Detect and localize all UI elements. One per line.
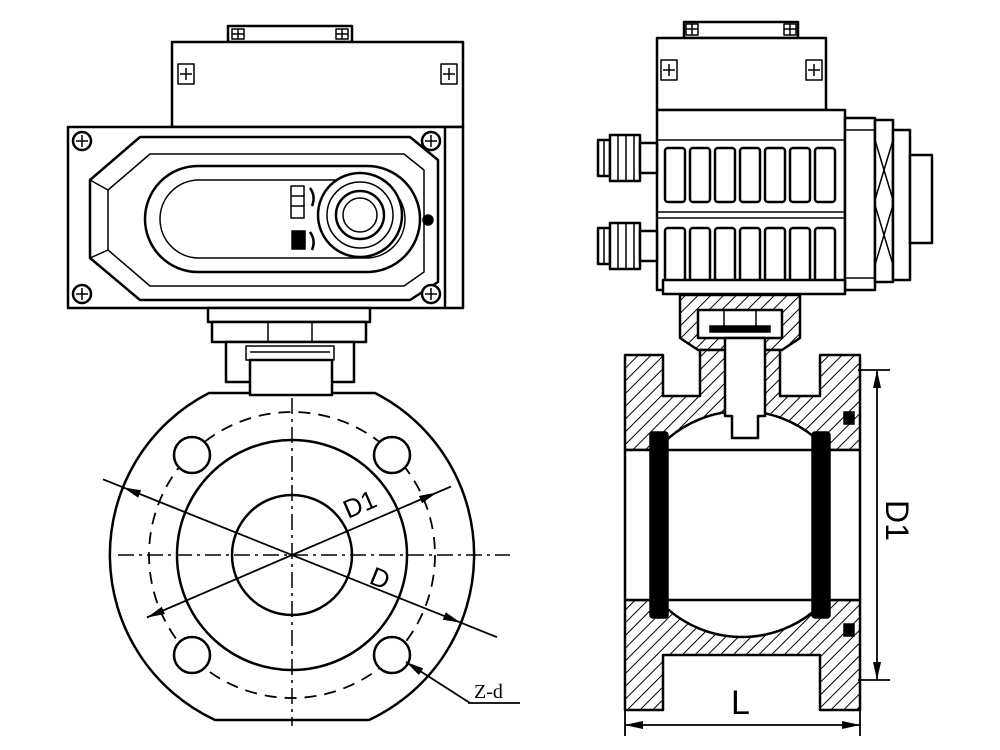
dim-ext-d — [102, 478, 124, 489]
motor-end-cap — [843, 116, 934, 292]
valve-body-section — [623, 293, 862, 712]
fin — [763, 226, 787, 284]
seat-left — [649, 431, 669, 619]
fin — [663, 226, 687, 284]
corner-screw-icon — [71, 130, 93, 152]
bolt-hole — [172, 435, 212, 475]
manual-override-knob — [316, 171, 404, 259]
front-view: D1 D Z-d — [66, 24, 520, 726]
motor-ring-line — [874, 204, 894, 266]
fin — [788, 226, 812, 284]
bracket-screw-icon — [783, 23, 797, 36]
fin — [738, 146, 762, 204]
side-top-box — [655, 36, 828, 112]
side-dimensions: L D1 — [624, 369, 915, 736]
bracket-screw-icon — [335, 28, 349, 40]
end-cover — [891, 128, 912, 282]
top-box-screw-icon — [440, 63, 458, 85]
side-actuator — [596, 20, 934, 296]
top-box-screw-icon — [177, 63, 195, 85]
coupling-block — [245, 345, 335, 361]
bracket-screw-icon — [231, 28, 245, 40]
actuator-cover-edge — [89, 179, 109, 191]
fin — [788, 146, 812, 204]
fin — [688, 146, 712, 204]
indicator-lamp — [422, 214, 434, 226]
dim-ext-d1 — [436, 485, 452, 494]
seal-upper — [843, 411, 855, 425]
position-indicator-marks — [290, 185, 315, 251]
actuator-top-box — [170, 40, 465, 129]
corner-screw-icon — [420, 130, 442, 152]
bolt-hole — [172, 635, 212, 675]
valve-stem-block — [248, 358, 334, 397]
motor-ring-line — [874, 139, 894, 201]
cable-gland-lower — [596, 221, 659, 271]
dim-ext-d — [460, 621, 498, 639]
actuator-top-bracket — [226, 24, 354, 44]
leader-bolt-holes — [405, 661, 471, 704]
valve-stem — [723, 336, 767, 440]
dim-line-d1 — [146, 491, 438, 619]
fin — [813, 226, 837, 284]
seat-right — [811, 431, 831, 619]
corner-screw-icon — [420, 283, 442, 305]
fin — [763, 146, 787, 204]
actuator-cover-edge — [89, 249, 109, 259]
fin — [738, 226, 762, 284]
bolt-hole — [372, 435, 412, 475]
motor-cylinder — [843, 116, 877, 292]
front-actuator — [66, 24, 465, 310]
side-bottom-plate — [661, 278, 847, 296]
top-box-screw-icon — [660, 59, 678, 81]
fin — [813, 146, 837, 204]
side-top-bracket — [682, 20, 800, 40]
cable-gland-upper — [596, 133, 659, 183]
bracket-screw-icon — [685, 23, 699, 36]
end-nub — [908, 153, 934, 245]
corner-screw-icon — [71, 283, 93, 305]
label-bolt-holes: Z-d — [474, 681, 503, 703]
fin — [713, 226, 737, 284]
front-flange — [108, 358, 510, 726]
indicator-window-inner — [159, 179, 406, 259]
top-box-screw-icon — [805, 59, 823, 81]
body-lower-section — [623, 598, 862, 712]
coupling-cavity — [696, 308, 784, 340]
label-side-d1: D1 — [879, 500, 915, 541]
label-side-length: L — [731, 684, 750, 722]
bolt-hole — [372, 635, 412, 675]
fin — [688, 226, 712, 284]
mounting-plate — [206, 306, 372, 324]
side-view: L D1 — [596, 20, 934, 736]
seal-lower — [843, 623, 855, 637]
cooling-fins — [663, 146, 837, 284]
coupling-key — [709, 325, 771, 333]
fin — [663, 146, 687, 204]
mounting-flange — [210, 320, 368, 344]
fin — [713, 146, 737, 204]
actuator-cover-inner — [107, 153, 425, 287]
